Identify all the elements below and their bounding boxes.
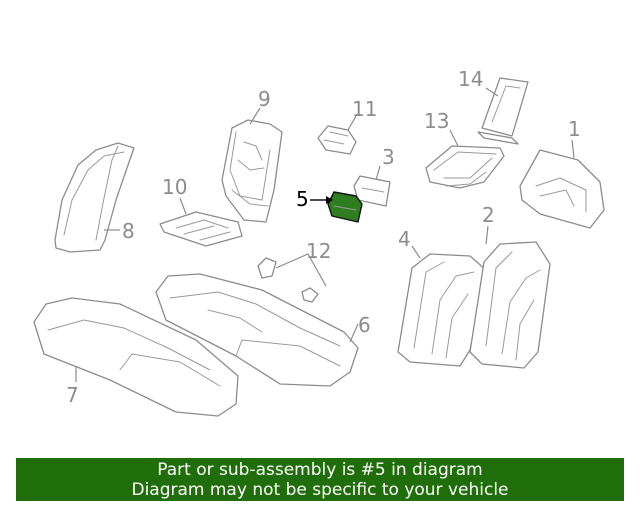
callout-5[interactable]: 5 xyxy=(296,187,309,211)
banner-line-2: Diagram may not be specific to your vehi… xyxy=(131,479,509,500)
callout-1: 1 xyxy=(568,117,581,141)
part-10-pad xyxy=(159,211,243,247)
callout-11: 11 xyxy=(352,97,377,121)
callout-8: 8 xyxy=(122,219,135,243)
callout-7: 7 xyxy=(66,383,79,407)
banner-line-1: Part or sub-assembly is #5 in diagram xyxy=(157,459,483,480)
callout-10: 10 xyxy=(162,175,187,199)
part-12-clips xyxy=(257,253,327,303)
info-banner: Part or sub-assembly is #5 in diagram Di… xyxy=(16,458,624,501)
part-2-backrest xyxy=(469,241,551,369)
callout-13: 13 xyxy=(424,109,449,133)
leader-lines xyxy=(75,87,575,382)
callout-2: 2 xyxy=(482,203,495,227)
callout-12: 12 xyxy=(306,239,331,263)
part-6-seat-cushion xyxy=(155,273,359,387)
part-7-lower-cushion xyxy=(33,297,239,417)
callout-9: 9 xyxy=(258,87,271,111)
part-14-lid xyxy=(477,77,529,145)
part-8-side-panel xyxy=(54,142,135,253)
leader-line-5 xyxy=(310,196,333,204)
part-1-headrest xyxy=(519,149,605,229)
part-9-backrest-frame xyxy=(221,119,283,223)
callout-4: 4 xyxy=(398,227,411,251)
part-5-highlighted[interactable] xyxy=(327,191,363,223)
callout-3: 3 xyxy=(382,145,395,169)
part-11-block xyxy=(317,125,357,155)
callout-6: 6 xyxy=(358,313,371,337)
parts-diagram: 1 2 3 4 5 6 7 8 9 10 11 12 13 14 xyxy=(33,67,605,417)
part-13-armrest xyxy=(425,145,505,189)
callout-14: 14 xyxy=(458,67,483,91)
